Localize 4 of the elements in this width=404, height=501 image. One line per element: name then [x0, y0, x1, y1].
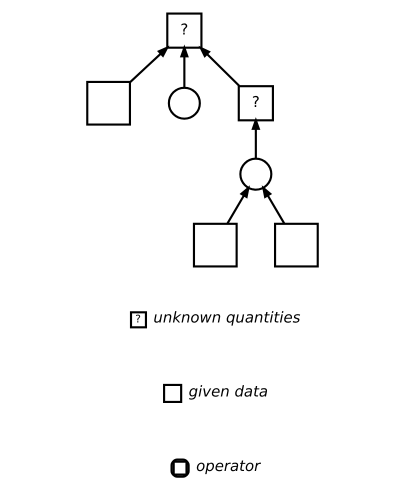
- legend-label: given data: [188, 382, 268, 400]
- legend-label: unknown quantities: [152, 308, 300, 326]
- legend-label: operator: [196, 456, 260, 475]
- label: ?: [134, 312, 140, 325]
